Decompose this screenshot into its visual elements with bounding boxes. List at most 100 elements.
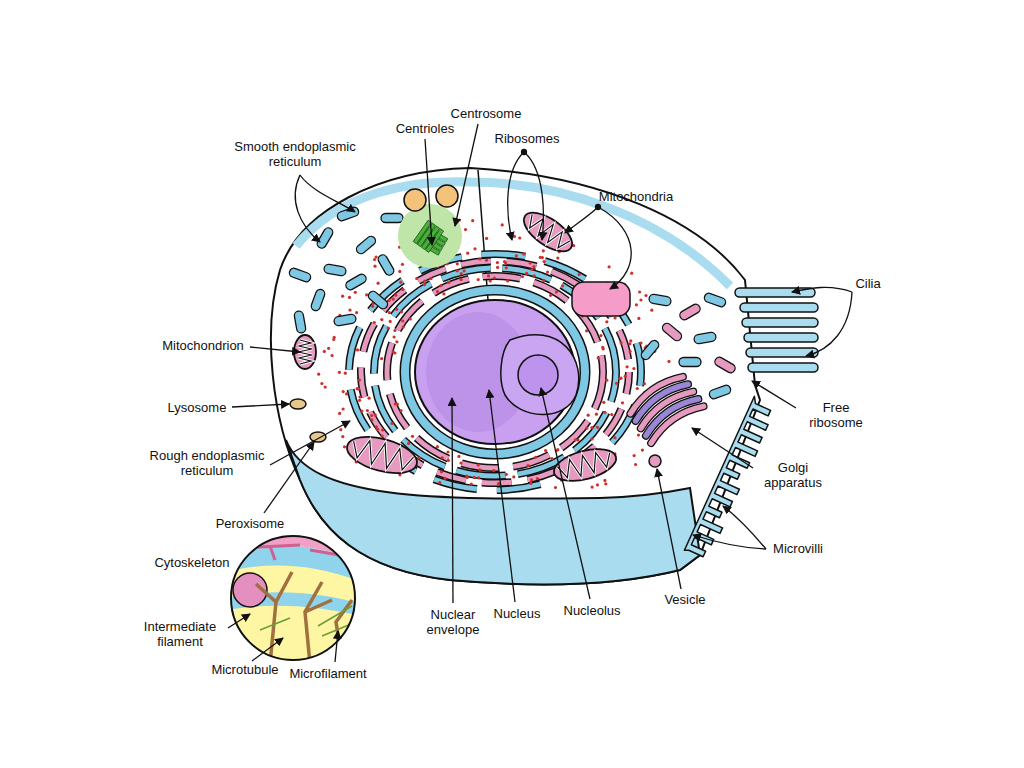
ribosome-dot bbox=[323, 350, 326, 353]
ribosome-dot bbox=[637, 317, 640, 320]
ribosome-dot bbox=[418, 457, 421, 460]
leader-lines bbox=[693, 535, 766, 549]
ribosome-dot bbox=[561, 284, 564, 287]
leader-lines bbox=[264, 442, 314, 513]
ribosome-dot bbox=[549, 294, 552, 297]
ribosome-dot bbox=[522, 253, 525, 256]
leader-lines bbox=[792, 287, 852, 292]
leader-lines bbox=[252, 638, 283, 661]
ribosome-dot bbox=[667, 360, 670, 363]
part-label: Mitochondrion bbox=[162, 338, 244, 353]
ribosome-dot bbox=[471, 219, 474, 222]
ribosome-dot bbox=[497, 482, 500, 485]
leader-lines bbox=[250, 347, 300, 352]
ribosome-dot bbox=[590, 426, 593, 429]
ribosome-dot bbox=[409, 317, 412, 320]
nucleus bbox=[405, 290, 585, 454]
part-label: Nucleolus bbox=[564, 603, 621, 618]
mitochondrion-cristae bbox=[349, 435, 415, 474]
mitochondrion-membrane bbox=[343, 430, 421, 480]
ribosome-dot bbox=[423, 283, 426, 286]
ribosome-dot bbox=[532, 265, 535, 268]
smooth-er-tube bbox=[323, 264, 346, 277]
ribosome-dot bbox=[342, 390, 345, 393]
ribosome-dot bbox=[401, 263, 404, 266]
ribosome-dot bbox=[530, 478, 533, 481]
ribosome-dot bbox=[438, 481, 441, 484]
smooth-er-tube bbox=[288, 267, 312, 283]
ribosome-dot bbox=[601, 346, 604, 349]
ribosome-dot bbox=[529, 262, 532, 265]
ribosome-dot bbox=[395, 308, 398, 311]
part-label: Intermediate filament bbox=[134, 619, 226, 649]
ribosome-dot bbox=[643, 382, 646, 385]
ribosome-dot bbox=[525, 272, 528, 275]
cytoskeleton-inset bbox=[256, 572, 352, 664]
leader-lines bbox=[228, 124, 852, 662]
centrosome bbox=[425, 229, 443, 253]
leader-lines bbox=[455, 124, 478, 226]
ribosome-dot bbox=[370, 414, 373, 417]
golgi-apparatus bbox=[626, 371, 703, 443]
ribosome-dot bbox=[605, 379, 608, 382]
small-organelles bbox=[290, 185, 661, 467]
ribosome-dot bbox=[375, 425, 378, 428]
ribosome-dot bbox=[505, 266, 508, 269]
mitochondrion-cristae bbox=[524, 211, 572, 252]
ribosome-dot bbox=[585, 329, 588, 332]
part-label: Ribosomes bbox=[495, 131, 560, 146]
ribosome-dot bbox=[380, 318, 383, 321]
small-organelles bbox=[310, 432, 326, 442]
ribosome-dot bbox=[423, 280, 426, 283]
ribosome-dot bbox=[344, 372, 347, 375]
ribosome-dot bbox=[624, 375, 627, 378]
ribosome-dot bbox=[496, 261, 499, 264]
ribosome-dot bbox=[620, 341, 623, 344]
ribosome-dot bbox=[635, 303, 638, 306]
part-label: Vesicle bbox=[664, 592, 705, 607]
ribosome-dot bbox=[534, 456, 537, 459]
ribosome-dot bbox=[626, 365, 629, 368]
cell-body bbox=[271, 168, 760, 584]
ribosome-dot bbox=[399, 281, 402, 284]
mitochondrion-cristae bbox=[556, 448, 613, 481]
ribosome-dot bbox=[411, 435, 414, 438]
part-label: Microvilli bbox=[773, 541, 823, 556]
ribosome-dot bbox=[485, 237, 488, 240]
ribosome-dot bbox=[345, 392, 348, 395]
ribosome-dot bbox=[639, 298, 642, 301]
leader-lines bbox=[295, 175, 320, 242]
ribosome-dot bbox=[338, 412, 341, 415]
leader-lines bbox=[723, 506, 766, 549]
ribosome-dot bbox=[541, 256, 544, 259]
ribosome-dot bbox=[556, 448, 559, 451]
ribosome-dot bbox=[402, 325, 405, 328]
ribosome-dot bbox=[501, 223, 504, 226]
nucleus bbox=[518, 355, 558, 395]
ribosome-dot bbox=[348, 309, 351, 312]
cilia bbox=[735, 288, 818, 372]
ribosome-dot bbox=[339, 428, 342, 431]
ribosome-dot bbox=[465, 474, 468, 477]
nucleus bbox=[501, 335, 579, 415]
ribosome-dot bbox=[393, 329, 396, 332]
ribosome-dot bbox=[392, 298, 395, 301]
ribosome-dot bbox=[401, 288, 404, 291]
part-label: Cilia bbox=[855, 276, 880, 291]
cilia bbox=[748, 363, 818, 372]
mitochondrion bbox=[550, 443, 619, 487]
small-organelles bbox=[572, 282, 630, 316]
leader-lines bbox=[806, 292, 852, 356]
ribosome-dot bbox=[377, 282, 380, 285]
ribosome-dot bbox=[505, 473, 508, 476]
ribosome-dot bbox=[380, 357, 383, 360]
part-label: Smooth endoplasmic reticulum bbox=[224, 139, 366, 169]
ribosome-dot bbox=[373, 258, 376, 261]
ribosome-dot bbox=[576, 439, 579, 442]
ribosome-dot bbox=[473, 476, 476, 479]
ribosome-dot bbox=[493, 276, 496, 279]
ribosome-dot bbox=[615, 382, 618, 385]
ribosome-dot bbox=[460, 278, 463, 281]
ribosome-dot bbox=[574, 438, 577, 441]
